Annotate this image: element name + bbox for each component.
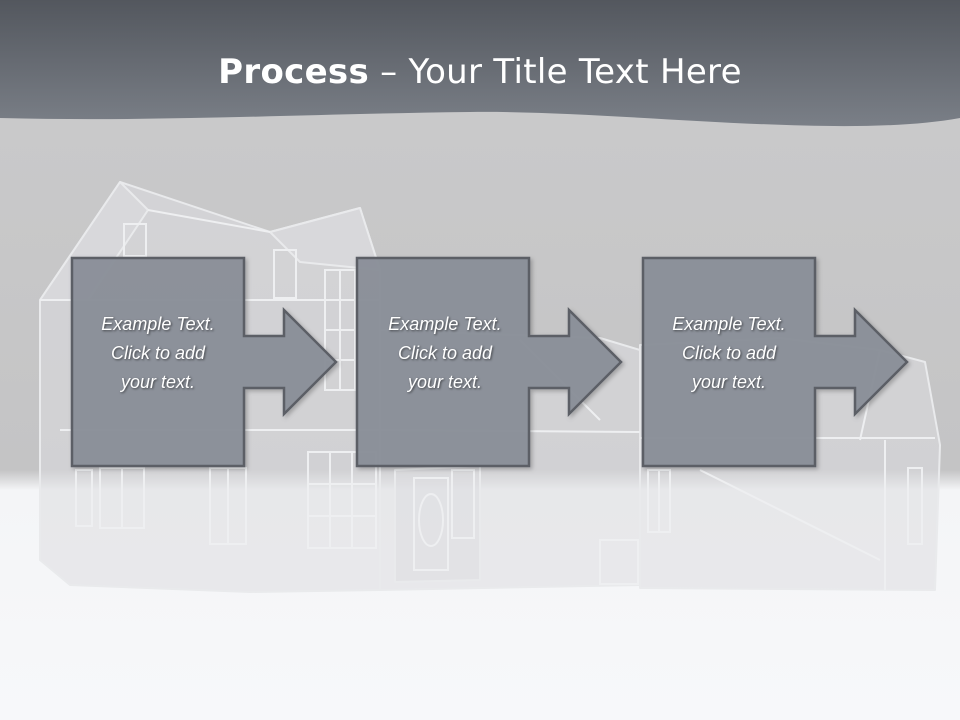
step-3-line-3: your text. [691,372,767,392]
step-1-line-3: your text. [120,372,196,392]
title-rest: – Your Title Text Here [369,52,742,92]
step-2-line-1: Example Text. [388,314,502,334]
step-1-arrow-shape[interactable] [70,256,338,468]
page-title[interactable]: Process – Your Title Text Here [0,52,960,92]
title-bold: Process [218,52,370,92]
step-3-line-1: Example Text. [672,314,786,334]
step-2-arrow-shape[interactable] [355,256,623,468]
step-2-text[interactable]: Example Text. Click to add your text. [361,310,529,397]
step-2-line-2: Click to add [397,343,493,363]
step-3-text[interactable]: Example Text. Click to add your text. [645,310,813,397]
header-band [0,0,960,127]
step-3-arrow-shape[interactable] [641,256,909,468]
step-1-line-2: Click to add [110,343,206,363]
step-3-line-2: Click to add [681,343,777,363]
step-1-text[interactable]: Example Text. Click to add your text. [74,310,242,397]
step-1-line-1: Example Text. [101,314,215,334]
step-2-line-3: your text. [407,372,483,392]
